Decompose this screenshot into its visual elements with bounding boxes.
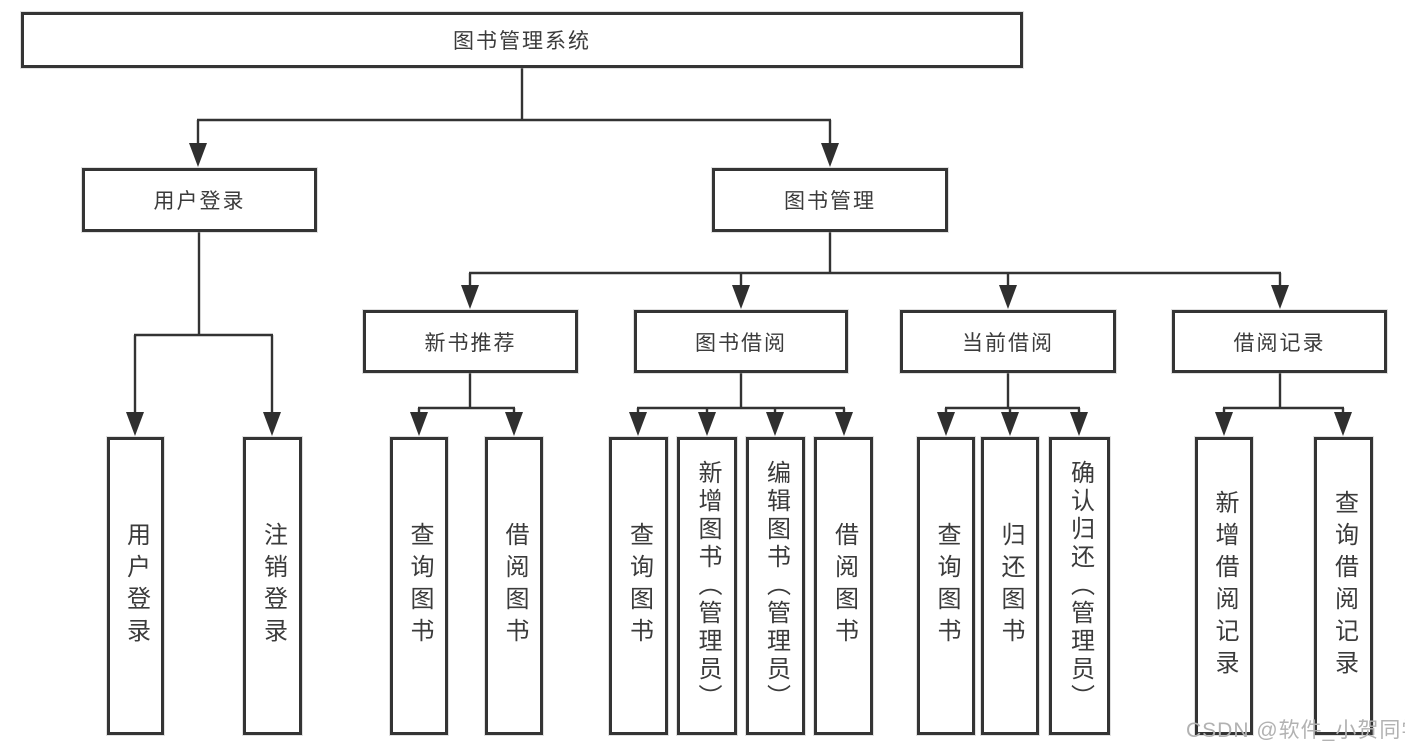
leaf-logout: 注销登录 bbox=[243, 437, 302, 735]
node-new-book-recommendation-label: 新书推荐 bbox=[424, 331, 517, 355]
connector-borrowrecord-split bbox=[1215, 373, 1352, 436]
leaf-confirm-return-admin: 确认归还（管理员） bbox=[1049, 437, 1110, 735]
node-book-management: 图书管理 bbox=[712, 168, 948, 232]
node-borrowing-records-label: 借阅记录 bbox=[1233, 331, 1326, 355]
connector-currentborrow-split bbox=[937, 373, 1088, 436]
leaf-query-book-recommendation: 查询图书 bbox=[390, 437, 448, 735]
node-user-login: 用户登录 bbox=[82, 168, 317, 232]
leaf-query-book-borrowing: 查询图书 bbox=[609, 437, 668, 735]
leaf-query-borrow-record: 查询借阅记录 bbox=[1314, 437, 1373, 735]
node-book-borrowing: 图书借阅 bbox=[634, 310, 848, 373]
node-book-borrowing-label: 图书借阅 bbox=[695, 331, 787, 355]
connector-bookborrow-split bbox=[629, 373, 853, 436]
leaf-borrow-book-borrowing: 借阅图书 bbox=[814, 437, 873, 735]
csdn-watermark: CSDN @软件_小贺同学 bbox=[1186, 719, 1405, 742]
node-user-login-label: 用户登录 bbox=[153, 190, 246, 213]
leaf-edit-book-admin: 编辑图书（管理员） bbox=[746, 437, 805, 735]
leaf-return-book: 归还图书 bbox=[981, 437, 1039, 735]
leaf-add-book-admin: 新增图书（管理员） bbox=[677, 437, 737, 735]
leaf-add-borrow-record: 新增借阅记录 bbox=[1195, 437, 1253, 735]
node-new-book-recommendation: 新书推荐 bbox=[363, 310, 578, 373]
node-root: 图书管理系统 bbox=[21, 12, 1023, 68]
leaf-user-login: 用户登录 bbox=[107, 437, 164, 735]
node-current-borrowing-label: 当前借阅 bbox=[962, 331, 1054, 355]
node-borrowing-records: 借阅记录 bbox=[1172, 310, 1387, 373]
node-current-borrowing: 当前借阅 bbox=[900, 310, 1116, 373]
connector-bookmgmt-split bbox=[461, 232, 1289, 309]
node-root-label: 图书管理系统 bbox=[453, 30, 591, 53]
connector-userlogin-split bbox=[126, 232, 281, 436]
node-book-management-label: 图书管理 bbox=[784, 190, 876, 213]
connector-newbookrec-split bbox=[410, 373, 523, 436]
leaf-query-book-current: 查询图书 bbox=[917, 437, 975, 735]
leaf-borrow-book-recommendation: 借阅图书 bbox=[485, 437, 543, 735]
connector-root-split bbox=[189, 68, 839, 167]
